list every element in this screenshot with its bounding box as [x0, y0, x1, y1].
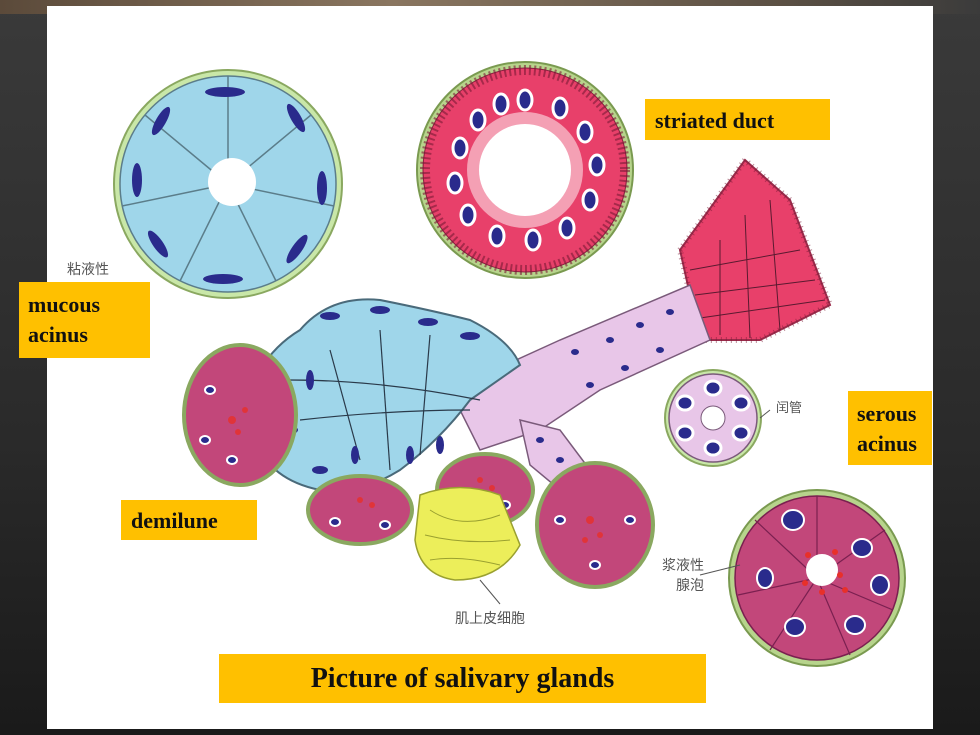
- label-mucous-acinus: mucous acinus: [19, 282, 150, 358]
- intercalated-duct-cross-section: [664, 369, 762, 467]
- label-serous-line1: serous: [857, 401, 917, 426]
- cn-label-myoepithelial: 肌上皮细胞: [455, 611, 525, 627]
- mucous-acinus-cross-section: [113, 69, 343, 299]
- pointer-lines: [479, 409, 771, 605]
- myoepithelial-cells: [414, 486, 521, 581]
- caption-box: Picture of salivary glands: [219, 654, 706, 703]
- label-demilune: demilune: [121, 500, 257, 540]
- striated-duct-longitudinal: [676, 155, 834, 343]
- label-striated-duct: striated duct: [645, 99, 830, 140]
- label-demilune-text: demilune: [131, 508, 218, 533]
- label-mucous-line2: acinus: [28, 322, 88, 347]
- cn-label-serous: 浆液性: [662, 558, 704, 574]
- cn-label-mucous: 粘液性: [67, 262, 109, 278]
- label-striated-duct-text: striated duct: [655, 108, 775, 133]
- cn-label-acinus: 腺泡: [676, 578, 704, 594]
- label-serous-line2: acinus: [857, 431, 917, 456]
- striated-duct-cross-section: [416, 61, 634, 279]
- cn-label-intercalated-duct: 闰管: [776, 401, 803, 416]
- serous-acinus-cross-section: [728, 489, 906, 667]
- caption-text: Picture of salivary glands: [310, 663, 615, 694]
- label-mucous-line1: mucous: [28, 292, 101, 317]
- label-serous-acinus: serous acinus: [848, 391, 932, 465]
